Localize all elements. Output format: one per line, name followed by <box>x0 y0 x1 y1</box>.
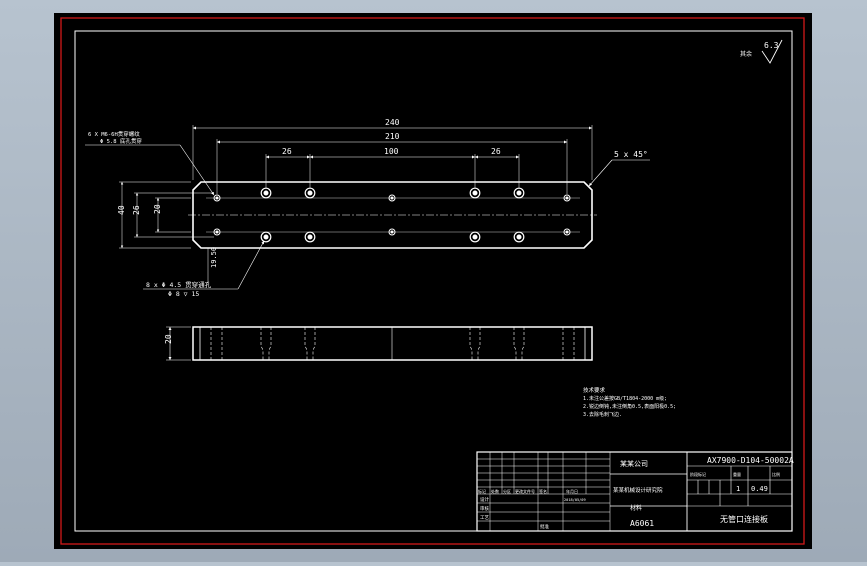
inner-frame <box>74 30 793 532</box>
note-line-3: 3.去除毛刺飞边. <box>583 411 622 418</box>
svg-text:批准: 批准 <box>540 523 549 530</box>
svg-text:处数: 处数 <box>491 488 499 494</box>
counterbore-callout: Φ 8 ▽ 15 <box>168 290 199 298</box>
dim-20-inner: 20 <box>153 204 162 214</box>
outer-border <box>60 17 805 545</box>
notes-title: 技术要求 <box>583 386 606 394</box>
company-label: 某某公司 <box>620 460 648 468</box>
material-value: A6061 <box>630 519 654 528</box>
svg-text:阶段标记: 阶段标记 <box>690 471 706 477</box>
material-label: 材料 <box>630 504 642 512</box>
tapped-hole-depth: Φ 5.8 底孔贯穿 <box>100 137 142 145</box>
plate-outline <box>192 181 593 249</box>
drawing-number: AX7900-D104-50002A <box>707 456 794 465</box>
dim-26-right: 26 <box>491 147 501 156</box>
note-line-1: 1.未注公差按GB/T1804-2000 m级; <box>583 395 667 402</box>
chamfer-callout: 5 x 45° <box>614 150 648 159</box>
roughness-label: 其余 <box>740 50 752 58</box>
dim-210: 210 <box>385 132 400 141</box>
dim-100: 100 <box>384 147 399 156</box>
title-block <box>476 451 793 532</box>
svg-text:分区: 分区 <box>503 488 511 494</box>
quantity: 1 <box>736 485 740 493</box>
side-outline <box>192 326 593 361</box>
technical-notes: 技术要求 1.未注公差按GB/T1804-2000 m级; 2.锐边倒钝,未注倒… <box>583 386 676 418</box>
dim-thickness: 20 <box>164 334 173 344</box>
institute-label: 某某机械设计研究院 <box>613 486 663 494</box>
svg-text:标记: 标记 <box>478 488 486 494</box>
note-line-2: 2.锐边倒钝,未注倒角0.5,表面阳极0.5; <box>583 403 676 410</box>
hole-pattern <box>213 187 571 243</box>
svg-text:年月日: 年月日 <box>566 488 578 494</box>
svg-text:重量: 重量 <box>733 471 741 477</box>
top-view: 240 210 26 100 26 40 26 20 19.50 5 x 45°… <box>85 118 650 298</box>
weight: 0.49 <box>751 485 768 493</box>
dim-240: 240 <box>385 118 400 127</box>
svg-text:更改文件号: 更改文件号 <box>515 488 535 494</box>
svg-text:签名: 签名 <box>539 488 547 494</box>
part-name: 无管口连接板 <box>720 514 768 524</box>
svg-text:工艺: 工艺 <box>480 515 489 521</box>
title-block-text: 标记 处数 分区 更改文件号 签名 年月日 设计 审核 工艺 批准 2018/0… <box>478 456 794 530</box>
dim-19-50: 19.50 <box>210 247 218 268</box>
dim-26-vertical: 26 <box>132 205 141 215</box>
roughness-symbol: 其余 6.3 <box>740 39 783 64</box>
dim-40: 40 <box>117 205 126 215</box>
dim-26-left: 26 <box>282 147 292 156</box>
model-space-background <box>54 13 812 549</box>
svg-text:审核: 审核 <box>480 505 489 512</box>
front-view <box>166 326 593 361</box>
roughness-value: 6.3 <box>764 41 779 50</box>
svg-text:比例: 比例 <box>772 471 780 477</box>
tapped-hole-callout: 6 X M6-6H贯穿螺纹 <box>88 130 140 138</box>
svg-text:设计: 设计 <box>480 496 489 503</box>
through-hole-callout: 8 x Φ 4.5 贯穿通孔 <box>146 280 212 289</box>
date-code: 2018/05/09 <box>564 498 586 502</box>
